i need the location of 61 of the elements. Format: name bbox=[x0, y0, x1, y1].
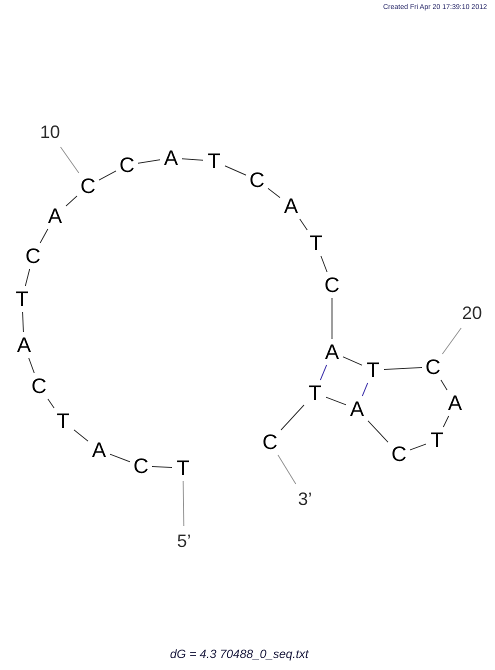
backbone-line bbox=[110, 454, 130, 462]
base-pair-line bbox=[362, 382, 368, 396]
backbone-line bbox=[320, 256, 328, 272]
nucleotide-letter: A bbox=[161, 146, 181, 170]
nucleotide-letter: C bbox=[423, 355, 443, 379]
leader-line bbox=[60, 146, 80, 174]
nucleotide-letter: C bbox=[23, 244, 43, 268]
nucleotide-letter: C bbox=[29, 374, 49, 398]
backbone-line bbox=[24, 268, 30, 286]
nucleotide-letter: C bbox=[260, 430, 280, 454]
caption: dG = 4.3 70488_0_seq.txt bbox=[170, 646, 308, 663]
leader-line bbox=[182, 480, 184, 526]
nucleotide-letter: T bbox=[306, 231, 326, 255]
nucleotide-letter: A bbox=[89, 438, 109, 462]
nucleotide-letter: A bbox=[445, 391, 465, 415]
leader-line bbox=[277, 454, 296, 484]
backbone-line bbox=[280, 404, 304, 431]
backbone-line bbox=[182, 158, 204, 161]
nucleotide-letter: T bbox=[427, 428, 447, 452]
nucleotide-letter: A bbox=[322, 340, 342, 364]
backbone-line bbox=[299, 218, 308, 230]
nucleotide-letter: T bbox=[53, 409, 73, 433]
backbone-line bbox=[384, 367, 422, 370]
backbone-line bbox=[152, 466, 172, 468]
nucleotide-letter: T bbox=[305, 381, 325, 405]
backbone-line bbox=[28, 358, 35, 374]
backbone-line bbox=[47, 398, 55, 408]
backbone-line bbox=[224, 165, 246, 176]
nucleotide-letter: A bbox=[281, 194, 301, 218]
nucleotide-letter: T bbox=[204, 149, 224, 173]
backbone-line bbox=[40, 228, 48, 244]
nucleotide-letter: C bbox=[78, 174, 98, 198]
backbone-line bbox=[326, 396, 346, 406]
nucleotide-letter: A bbox=[14, 333, 34, 357]
backbone-line bbox=[268, 188, 280, 198]
position-label: 5’ bbox=[172, 530, 196, 552]
base-pair-line bbox=[320, 364, 328, 380]
backbone-line bbox=[410, 444, 426, 450]
nucleotide-letter: T bbox=[12, 287, 32, 311]
nucleotide-letter: C bbox=[117, 153, 137, 177]
nucleotide-letter: C bbox=[247, 168, 267, 192]
nucleotide-letter: C bbox=[322, 273, 342, 297]
backbone-line bbox=[342, 356, 362, 366]
backbone-line bbox=[66, 196, 78, 206]
nucleotide-letter: A bbox=[347, 397, 367, 421]
backbone-line bbox=[74, 429, 88, 442]
position-label: 10 bbox=[38, 121, 62, 143]
backbone-line bbox=[368, 420, 388, 443]
nucleotide-letter: T bbox=[363, 358, 383, 382]
backbone-line bbox=[440, 380, 448, 390]
backbone-line bbox=[138, 159, 160, 164]
nucleotide-letter: A bbox=[45, 204, 65, 228]
backbone-line bbox=[22, 312, 24, 332]
position-label: 20 bbox=[460, 302, 484, 324]
nucleotide-letter: C bbox=[131, 454, 151, 478]
nucleotide-letter: T bbox=[173, 456, 193, 480]
backbone-line bbox=[442, 416, 450, 428]
nucleotide-letter: C bbox=[389, 442, 409, 466]
backbone-line bbox=[98, 170, 116, 181]
leader-line bbox=[442, 328, 462, 354]
position-label: 3’ bbox=[293, 488, 317, 510]
